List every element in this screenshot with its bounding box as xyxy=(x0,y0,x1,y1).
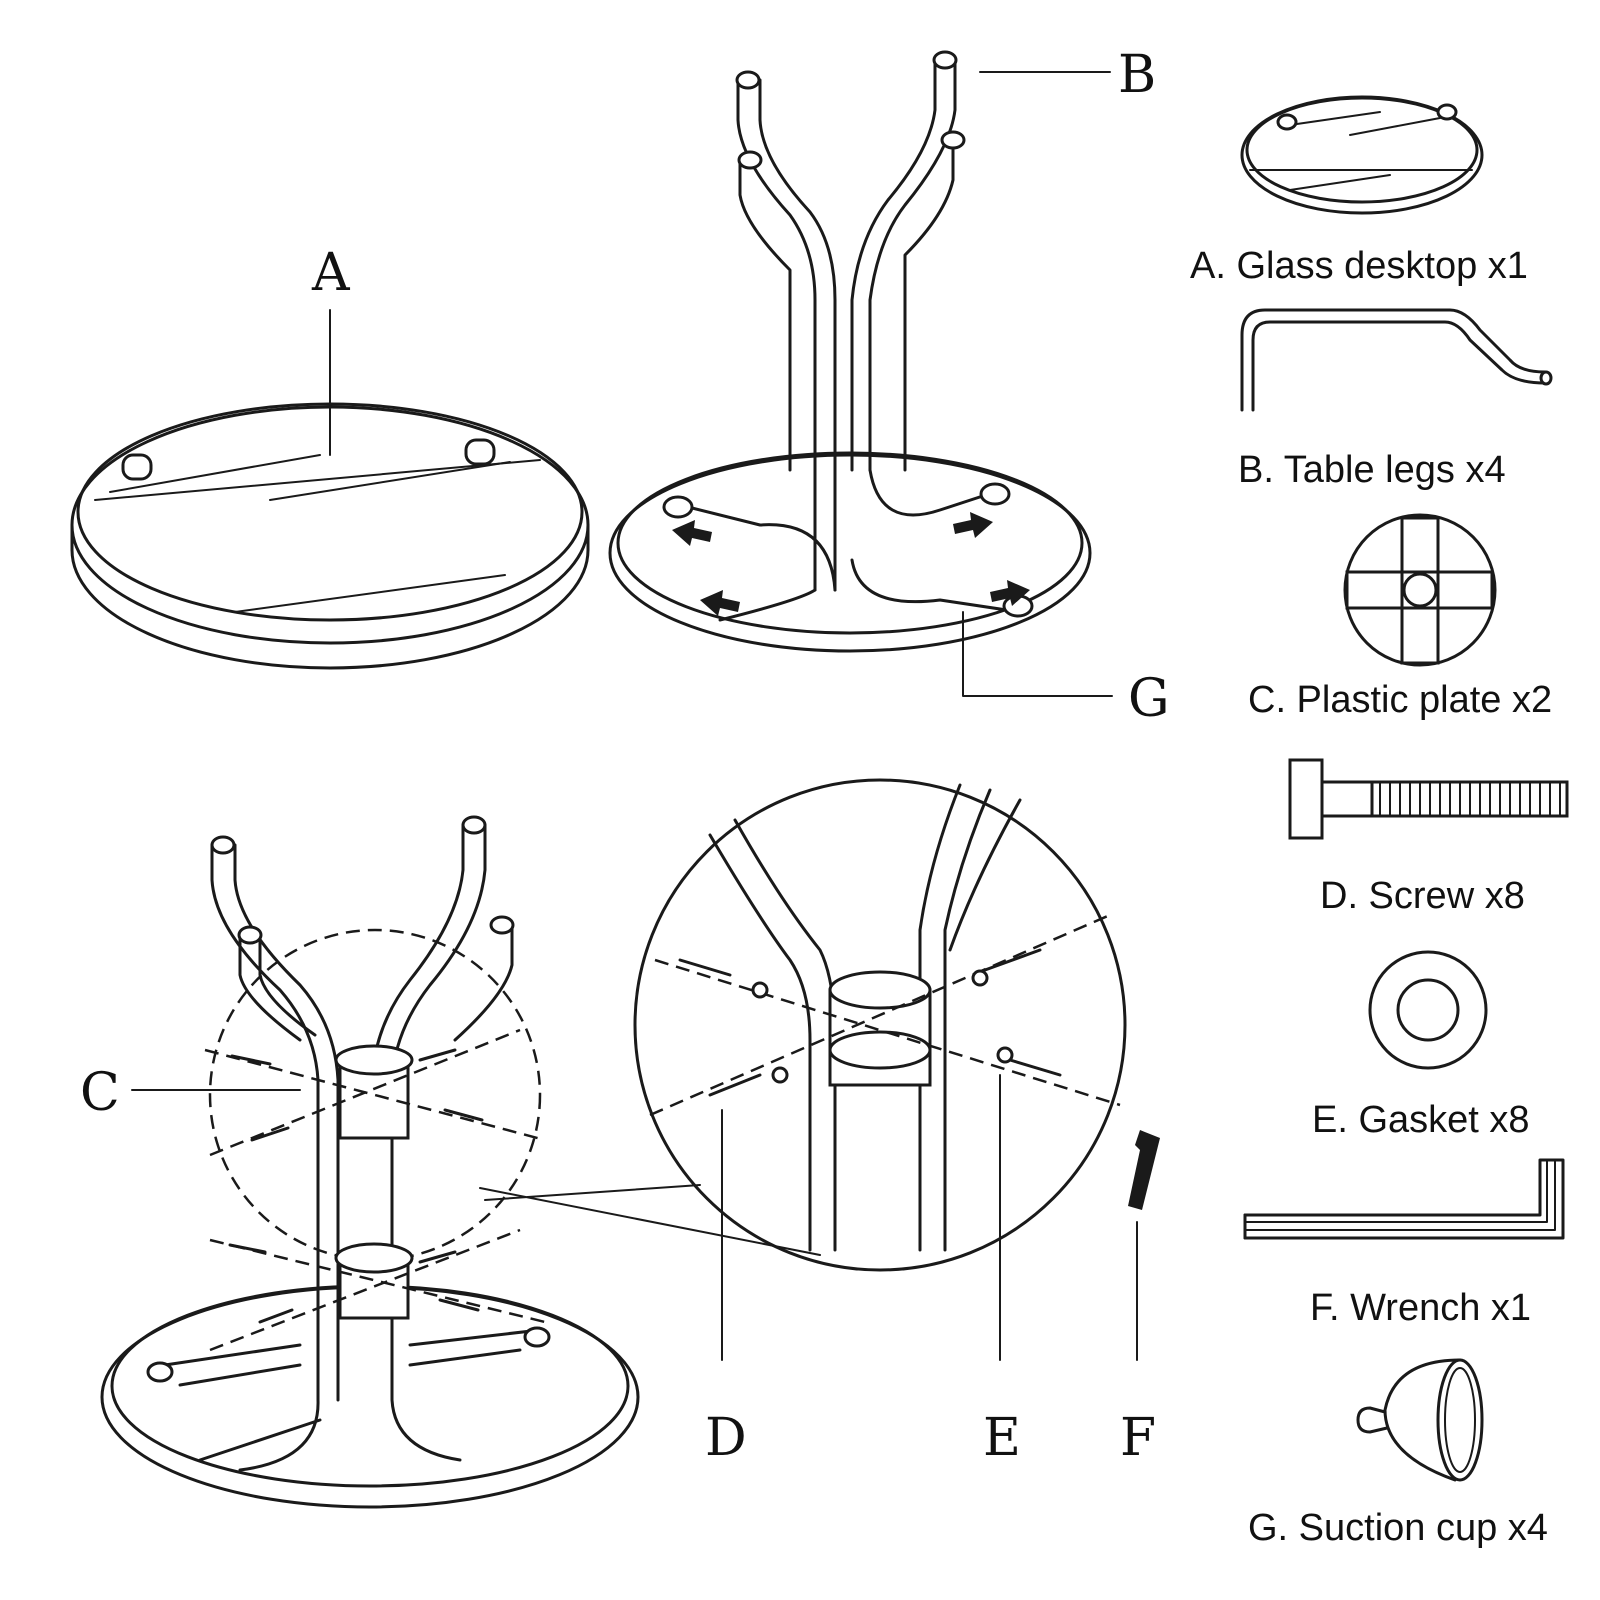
part-b-caption: B. Table legs x4 xyxy=(1238,449,1506,491)
part-g-suction-cup-icon xyxy=(1356,1358,1484,1482)
callout-c: C xyxy=(80,1063,120,1123)
part-d-screw-icon xyxy=(1288,758,1569,840)
part-e-caption: E. Gasket x8 xyxy=(1312,1099,1530,1141)
callout-e: E xyxy=(983,1408,1021,1468)
part-e-gasket-icon xyxy=(1368,950,1488,1070)
callout-d: D xyxy=(705,1408,747,1468)
part-g-caption: G. Suction cup x4 xyxy=(1248,1507,1548,1549)
part-a-caption: A. Glass desktop x1 xyxy=(1190,245,1528,287)
part-a-glass-icon xyxy=(1240,95,1484,215)
part-f-wrench-icon xyxy=(1243,1158,1565,1240)
callout-f: F xyxy=(1120,1408,1156,1468)
exploded-assembly-drawing xyxy=(100,815,640,1509)
part-b-leg-icon xyxy=(1240,308,1553,412)
detail-zoom-drawing xyxy=(479,778,1127,1272)
callout-a: A xyxy=(311,243,351,303)
part-c-caption: C. Plastic plate x2 xyxy=(1248,679,1552,721)
callout-leader-g xyxy=(962,611,1113,697)
base-and-legs-drawing xyxy=(608,50,1092,653)
part-c-plate-icon xyxy=(1343,513,1497,667)
part-f-caption: F. Wrench x1 xyxy=(1310,1287,1531,1329)
part-d-caption: D. Screw x8 xyxy=(1320,875,1525,917)
callout-b: B xyxy=(1118,45,1156,105)
wrench-in-detail xyxy=(1128,1130,1160,1210)
callout-g: G xyxy=(1128,669,1170,729)
